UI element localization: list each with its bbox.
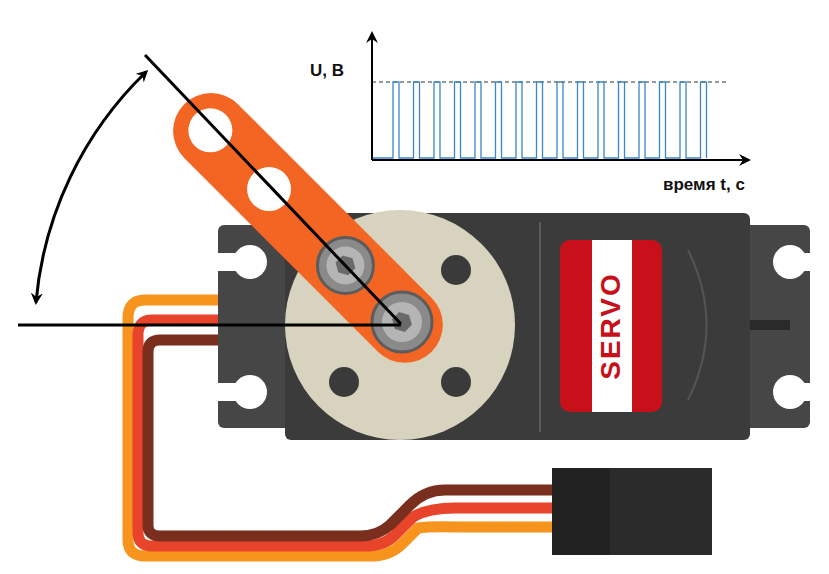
y-axis <box>371 34 373 160</box>
axis-label: время t, с <box>661 175 747 195</box>
arm-axis <box>145 55 401 324</box>
servo-sticker: SERVO <box>560 240 662 412</box>
brand-label: SERVO <box>595 272 627 380</box>
body-divider <box>539 222 541 432</box>
body-contour <box>688 250 707 400</box>
body-nub <box>750 320 790 330</box>
pwm-signal <box>372 82 707 158</box>
reference-line <box>18 324 401 327</box>
axis-label: U, В <box>308 61 346 81</box>
angle-arc <box>36 72 146 302</box>
connector <box>552 468 712 555</box>
x-axis <box>372 159 748 161</box>
connector-body <box>610 468 712 555</box>
level-line <box>372 82 726 83</box>
